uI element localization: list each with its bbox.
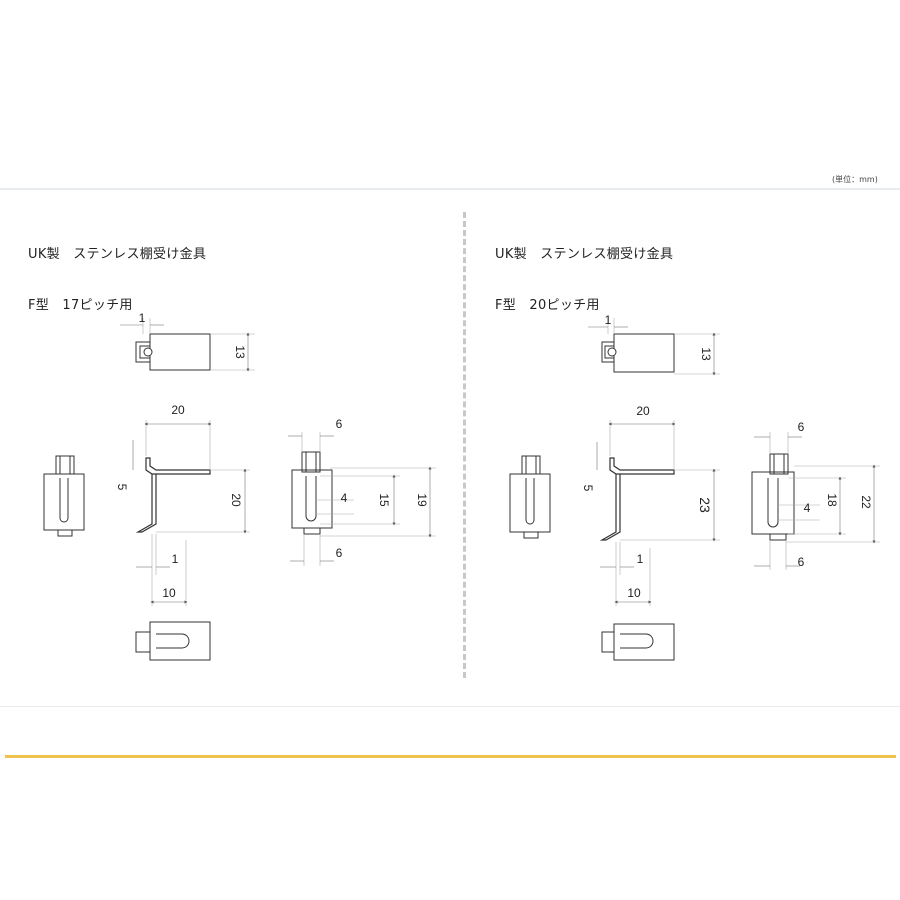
p2-dim-slot-h: 18 — [825, 493, 839, 507]
p1-dim-top-gap: 1 — [139, 311, 146, 325]
p1-dim-front-bot-w: 6 — [336, 546, 343, 560]
panel-1-title-line2: F型 17ピッチ用 — [28, 298, 133, 313]
panel-2-dimension-labels: 1 13 20 5 23 1 10 6 4 18 22 6 — [581, 313, 873, 600]
panel-divider — [463, 212, 466, 678]
p2-dim-front-bot-w: 6 — [798, 555, 805, 569]
panel-1-title: UK製 ステンレス棚受け金具 F型 17ピッチ用 — [28, 212, 206, 331]
p2-dim-top-height: 13 — [699, 347, 713, 361]
panel-2-title-line2: F型 20ピッチ用 — [495, 298, 600, 313]
p1-dim-bracket-width: 20 — [171, 403, 185, 417]
p2-dim-bracket-base: 10 — [627, 586, 641, 600]
p2-dim-front-top-w: 6 — [798, 420, 805, 434]
panel-2-drawing — [509, 318, 880, 661]
panel-1-dimension-labels: 1 13 20 5 20 1 10 6 4 15 19 6 — [115, 311, 429, 600]
bottom-rule — [0, 706, 900, 707]
panel-1-front-view — [288, 432, 436, 566]
panel-1-drawing — [43, 318, 436, 661]
panel-2-bottom-view — [601, 623, 675, 661]
p2-dim-bracket-hook: 5 — [581, 485, 595, 492]
p2-dim-slot-w: 4 — [804, 501, 811, 515]
p1-dim-overall-h: 19 — [415, 493, 429, 507]
panel-2-left-view — [509, 455, 551, 539]
panel-1-left-view — [43, 455, 85, 537]
panel-2-top-view — [588, 318, 720, 376]
panel-2-title-line1: UK製 ステンレス棚受け金具 — [495, 247, 674, 262]
unit-note: (単位：mm) — [832, 175, 878, 184]
p2-dim-top-gap: 1 — [605, 313, 612, 327]
p1-dim-bracket-base: 10 — [162, 586, 176, 600]
accent-rule — [5, 755, 896, 758]
p1-dim-slot-w: 4 — [341, 491, 348, 505]
panel-1-bottom-view — [135, 621, 211, 661]
p1-dim-bracket-thick: 1 — [172, 552, 179, 566]
p1-dim-bracket-hook: 5 — [115, 484, 129, 491]
panel-1-top-view — [120, 318, 255, 372]
p1-dim-slot-h: 15 — [377, 493, 391, 507]
panel-2-title: UK製 ステンレス棚受け金具 F型 20ピッチ用 — [495, 212, 673, 331]
p2-dim-overall-h: 22 — [859, 495, 873, 509]
panel-1-bracket-profile — [132, 420, 250, 606]
top-rule — [0, 188, 900, 190]
p2-dim-bracket-height: 23 — [697, 497, 713, 513]
p1-dim-bracket-height: 20 — [229, 493, 243, 507]
panel-2-bracket-profile — [596, 420, 720, 606]
p2-dim-bracket-thick: 1 — [637, 552, 644, 566]
panel-2-front-view — [751, 432, 880, 570]
p1-dim-front-top-w: 6 — [336, 417, 343, 431]
panel-1-title-line1: UK製 ステンレス棚受け金具 — [28, 247, 207, 262]
p1-dim-top-height: 13 — [233, 345, 247, 359]
p2-dim-bracket-width: 20 — [636, 404, 650, 418]
